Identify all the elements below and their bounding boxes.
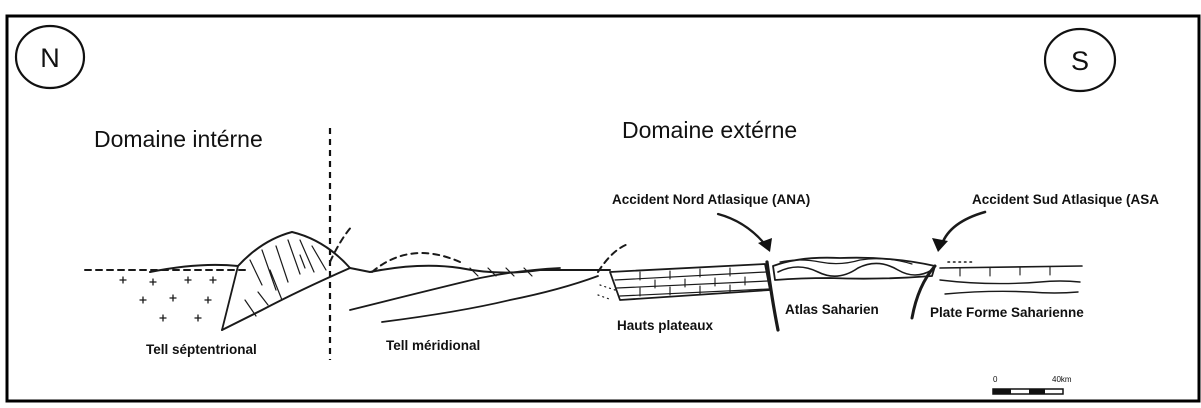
scale-end-label: 40km xyxy=(1052,375,1072,384)
south-label: S xyxy=(1071,46,1089,76)
south-marker: S xyxy=(1045,29,1115,91)
hauts-plateaux-label: Hauts plateaux xyxy=(617,318,714,333)
north-atlas-fault-label: Accident Nord Atlasique (ANA) xyxy=(612,192,810,207)
south-atlas-fault-label: Accident Sud Atlasique (ASA xyxy=(972,192,1159,207)
north-atlas-fault-arrow xyxy=(718,214,772,252)
tell-septentrional-label: Tell séptentrional xyxy=(146,342,257,357)
south-atlas-fault-arrow xyxy=(932,212,985,252)
atlas-saharien-label: Atlas Saharien xyxy=(785,302,879,317)
plate-forme-saharienne-label: Plate Forme Saharienne xyxy=(930,305,1084,320)
scale-bar: 0 40km xyxy=(993,375,1072,394)
north-label: N xyxy=(40,43,60,73)
scale-start-label: 0 xyxy=(993,375,998,384)
external-domain-title: Domaine extérne xyxy=(622,117,797,143)
tell-meridional-label: Tell méridional xyxy=(386,338,480,353)
internal-domain-title: Domaine intérne xyxy=(94,126,263,152)
north-marker: N xyxy=(16,26,84,88)
